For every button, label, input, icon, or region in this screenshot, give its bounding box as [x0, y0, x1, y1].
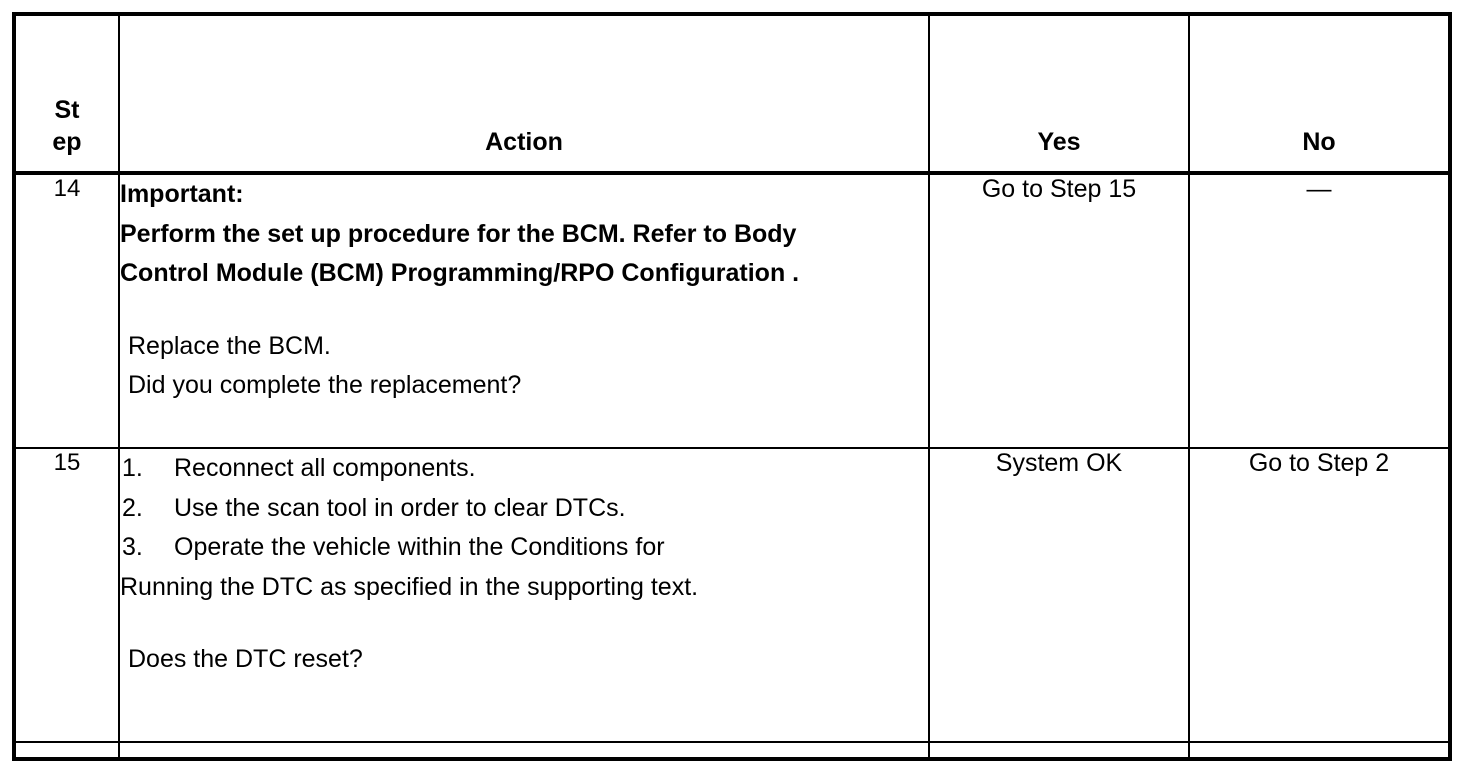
table-row: 15 1. Reconnect all components. 2. Use t…	[13, 447, 1451, 743]
action-cell: Important: Perform the set up procedure …	[118, 172, 930, 449]
column-header-yes: Yes	[928, 13, 1190, 175]
no-answer-cell: —	[1188, 172, 1451, 449]
yes-answer-cell: System OK	[928, 447, 1190, 743]
step-number-cell-clipped	[13, 741, 120, 759]
yes-answer-cell-clipped	[928, 741, 1190, 759]
blank-line-spacer	[120, 607, 928, 640]
action-question: Does the DTC reset?	[128, 645, 363, 673]
column-header-action: Action	[118, 13, 930, 175]
list-item: 3. Operate the vehicle within the Condit…	[120, 528, 928, 568]
action-instruction: Replace the BCM.	[128, 331, 331, 360]
numbered-instruction-list: 1. Reconnect all components. 2. Use the …	[120, 449, 928, 568]
list-item-number: 2.	[122, 493, 143, 522]
table-row: 14 Important: Perform the set up procedu…	[13, 172, 1451, 449]
list-item-number: 1.	[122, 454, 143, 482]
column-header-step: St ep	[13, 13, 120, 175]
list-item: 1. Reconnect all components.	[120, 449, 928, 489]
action-question: Did you complete the replacement?	[128, 371, 522, 399]
important-label: Important:	[120, 180, 244, 208]
blank-line-spacer	[120, 294, 928, 327]
important-notice: Important: Perform the set up procedure …	[120, 175, 928, 294]
table-row-clipped	[13, 741, 1451, 759]
list-item-text: Reconnect all components.	[174, 454, 476, 482]
table-header-row: St ep Action Yes No	[13, 13, 1451, 175]
list-item-number: 3.	[122, 533, 143, 561]
list-item-text: Operate the vehicle within the Condition…	[174, 533, 665, 561]
list-item-text: Use the scan tool in order to clear DTCs…	[174, 493, 626, 522]
column-header-step-line1: St	[54, 96, 80, 124]
yes-answer-cell: Go to Step 15	[928, 172, 1190, 449]
list-item: 2. Use the scan tool in order to clear D…	[120, 489, 928, 529]
diagnostic-procedure-table: St ep Action Yes No 14 Important: Perfor…	[12, 12, 1452, 761]
step-number-cell: 14	[13, 172, 120, 449]
no-answer-cell: Go to Step 2	[1188, 447, 1451, 743]
important-text-line1: Perform the set up procedure for the BCM…	[120, 219, 797, 248]
no-answer-cell-clipped	[1188, 741, 1451, 759]
important-text-line2: Control Module (BCM) Programming/RPO Con…	[120, 259, 800, 287]
list-continuation-line: Running the DTC as specified in the supp…	[120, 572, 699, 601]
column-header-step-line2: ep	[52, 127, 82, 156]
action-cell-clipped	[118, 741, 930, 759]
column-header-no: No	[1188, 13, 1451, 175]
action-cell: 1. Reconnect all components. 2. Use the …	[118, 447, 930, 743]
step-number-cell: 15	[13, 447, 120, 743]
